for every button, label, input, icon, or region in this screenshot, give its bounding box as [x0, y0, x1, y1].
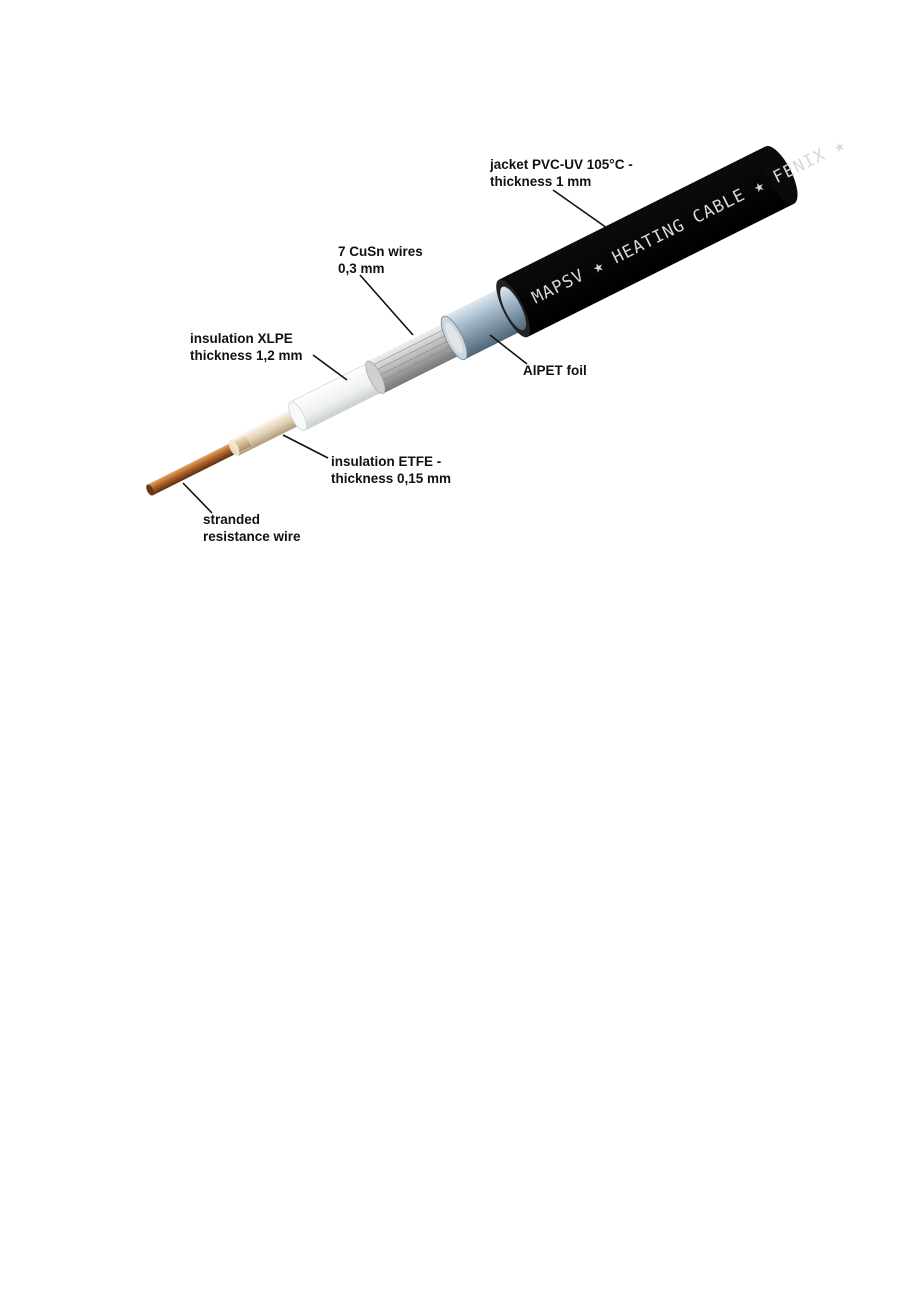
leader-etfe: [282, 434, 329, 459]
leader-shield-wires: [359, 274, 414, 336]
copper-core: [146, 435, 252, 496]
label-core: stranded resistance wire: [203, 512, 301, 544]
jacket: MAPSV ★ HEATING CABLE ★ FENIX ★: [496, 135, 849, 338]
label-shield-wires: 7 CuSn wires 0,3 mm: [338, 244, 423, 276]
svg-text:7 CuSn wires: 7 CuSn wires: [338, 244, 423, 259]
svg-text:thickness 1,2 mm: thickness 1,2 mm: [190, 348, 303, 363]
leader-core: [182, 482, 213, 514]
svg-text:insulation XLPE: insulation XLPE: [190, 331, 293, 346]
svg-text:insulation ETFE -: insulation ETFE -: [331, 454, 441, 469]
svg-text:thickness 1 mm: thickness 1 mm: [490, 174, 591, 189]
label-foil: AlPET foil: [523, 363, 587, 378]
svg-text:stranded: stranded: [203, 512, 260, 527]
label-etfe: insulation ETFE - thickness 0,15 mm: [331, 454, 451, 486]
svg-text:AlPET foil: AlPET foil: [523, 363, 587, 378]
shield-wires: [365, 320, 466, 394]
leader-jacket: [552, 189, 608, 229]
svg-text:thickness 0,15 mm: thickness 0,15 mm: [331, 471, 451, 486]
svg-text:jacket PVC-UV 105°C -: jacket PVC-UV 105°C -: [489, 157, 633, 172]
leader-foil: [489, 334, 528, 365]
label-xlpe: insulation XLPE thickness 1,2 mm: [190, 331, 303, 363]
leader-xlpe: [312, 354, 348, 381]
svg-text:resistance wire: resistance wire: [203, 529, 301, 544]
svg-text:0,3 mm: 0,3 mm: [338, 261, 385, 276]
label-jacket: jacket PVC-UV 105°C - thickness 1 mm: [489, 157, 633, 189]
